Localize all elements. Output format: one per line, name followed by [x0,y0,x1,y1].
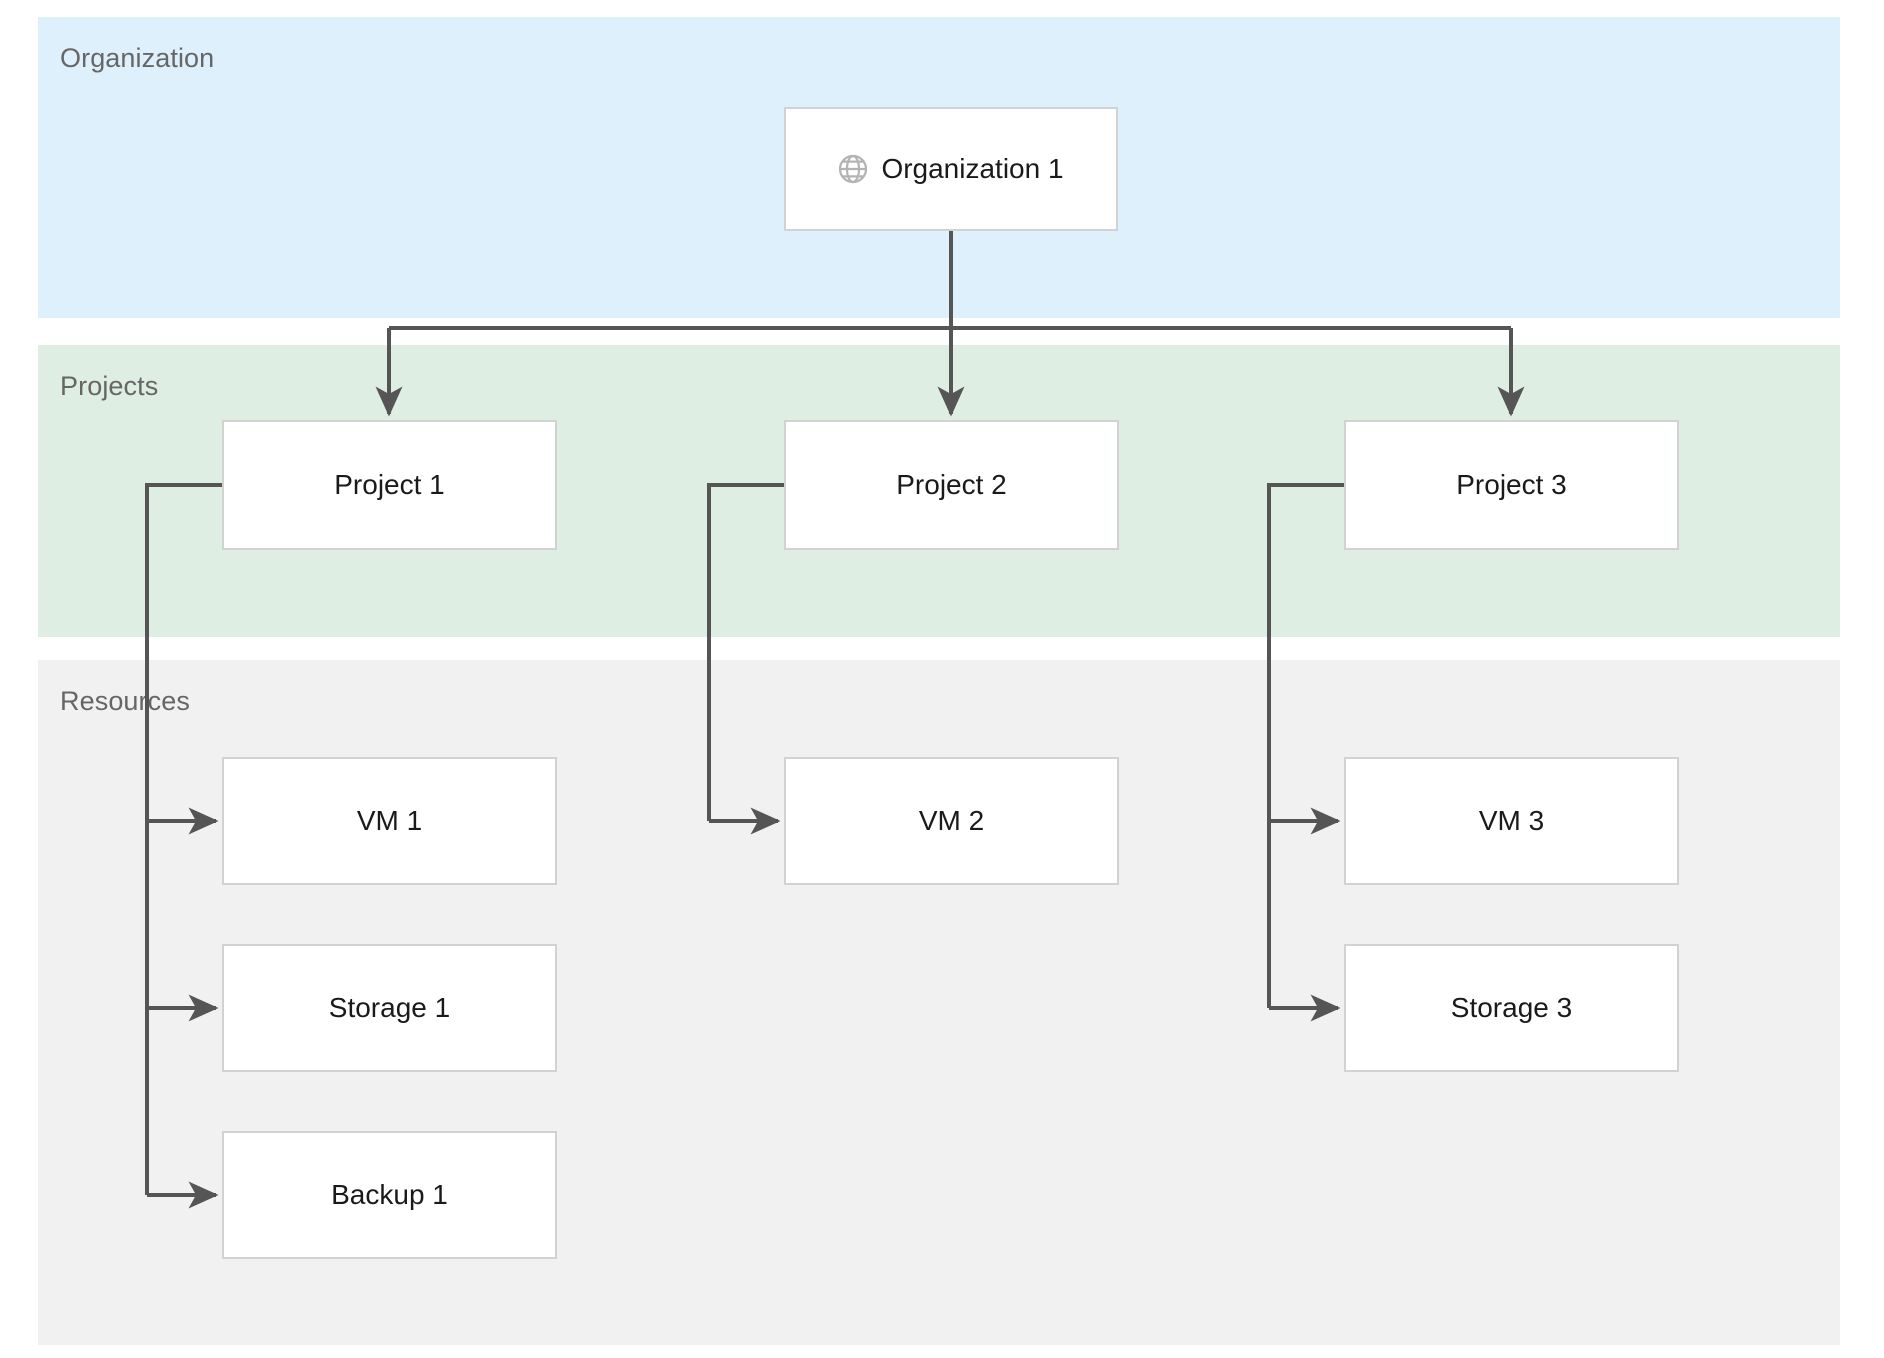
node-vm-2[interactable]: VM 2 [784,757,1119,885]
node-vm-3[interactable]: VM 3 [1344,757,1679,885]
node-project-2[interactable]: Project 2 [784,420,1119,550]
node-backup-1[interactable]: Backup 1 [222,1131,557,1259]
node-label: VM 3 [1478,805,1545,836]
node-label: Project 2 [896,469,1007,500]
node-project-3[interactable]: Project 3 [1344,420,1679,550]
node-vm-1[interactable]: VM 1 [222,757,557,885]
node-project-1[interactable]: Project 1 [222,420,557,550]
node-storage-1[interactable]: Storage 1 [222,944,557,1072]
node-label: Organization 1 [881,153,1064,184]
swimlane-label-projects: Projects [60,371,159,401]
node-storage-3[interactable]: Storage 3 [1344,944,1679,1072]
node-label: Project 1 [334,469,445,500]
node-label: Project 3 [1456,469,1567,500]
node-label: Backup 1 [331,1179,448,1210]
node-label: VM 1 [356,805,423,836]
globe-icon [838,154,868,184]
swimlane-label-resources: Resources [60,686,190,716]
node-label: Storage 3 [1450,992,1573,1023]
node-label: VM 2 [918,805,985,836]
node-label: Storage 1 [328,992,451,1023]
node-organization-1[interactable]: Organization 1 [784,107,1118,231]
swimlane-label-organization: Organization [60,43,215,73]
